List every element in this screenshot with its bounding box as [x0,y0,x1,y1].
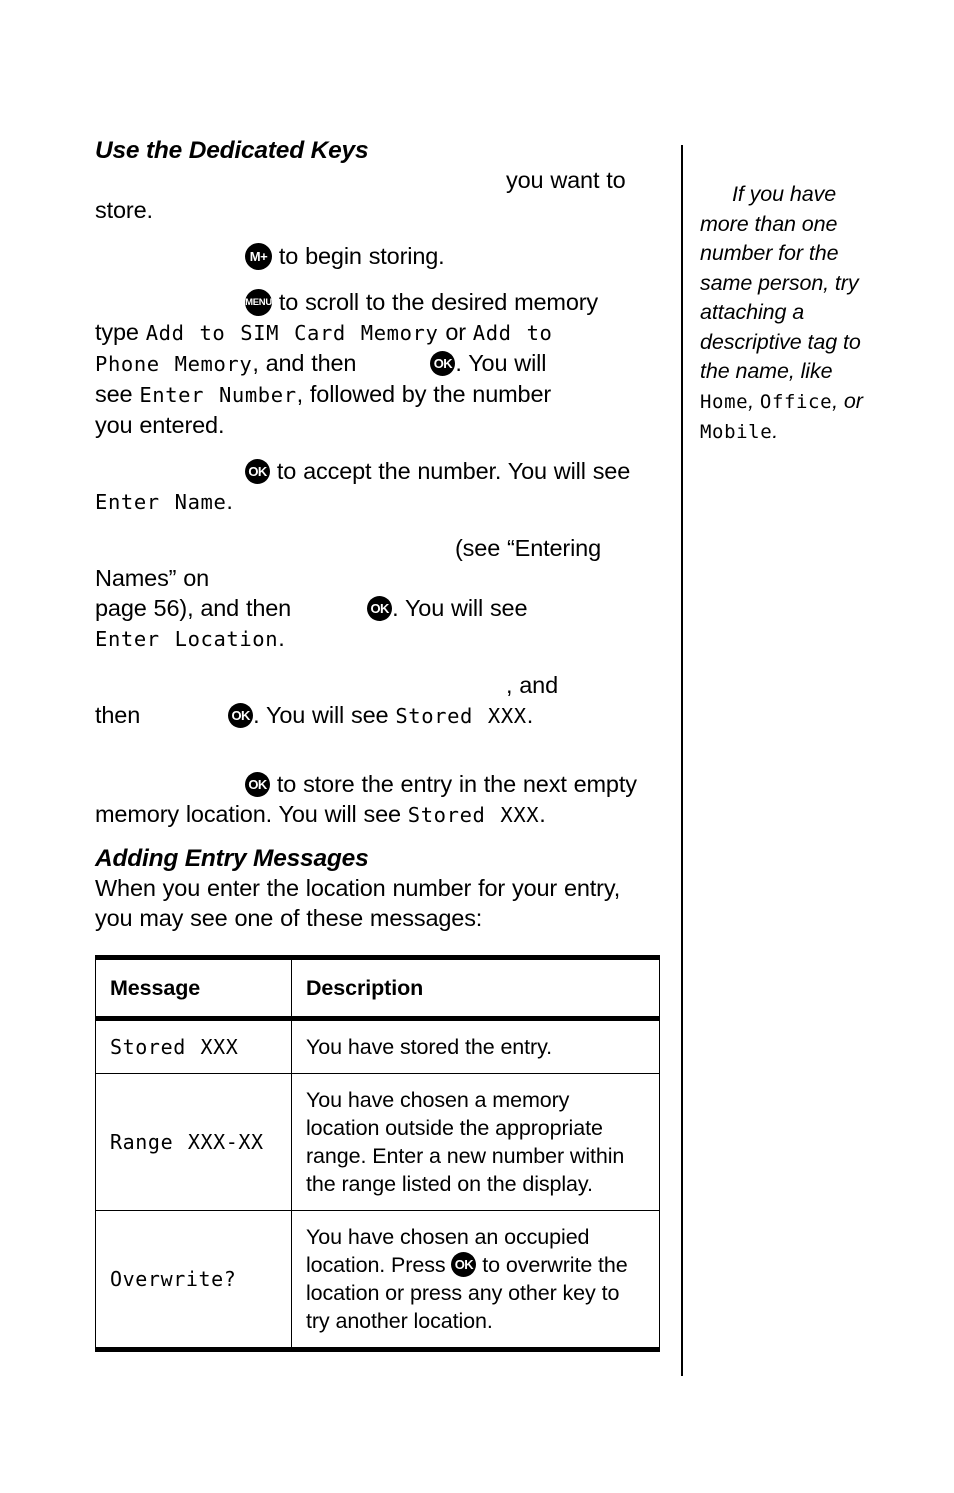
store-next-empty-prefix: memory location. You will see [95,800,408,827]
m-plus-key-icon[interactable]: M+ [245,242,272,270]
step-enter-location: , and then OK. You will see Stored XXX. [95,670,661,731]
table-cell-message: Stored XXX [95,1018,292,1074]
table-header-row: Message Description [95,955,660,1021]
enter-number-prefix: see [95,380,140,407]
display-text-enter-number: Enter Number [139,382,297,407]
enter-name-period: . [226,487,233,514]
margin-note-text: If you have more than one number for the… [700,182,861,383]
step-enter-name: (see “Entering Names” on page 56), and t… [95,533,661,654]
display-text-stored-xxx: Stored XXX [110,1035,239,1059]
table-cell-message: Overwrite? [95,1210,292,1352]
memory-type-conjunction: or [438,318,473,345]
ok-key-icon[interactable]: OK [228,702,254,728]
margin-note-column: If you have more than one number for the… [700,180,886,448]
display-text-add-to-sim: Add to SIM Card Memory [145,320,439,345]
display-text-overwrite: Overwrite? [110,1267,237,1291]
step-enter-number: you want to store. [95,165,661,225]
table-cell-description: You have stored the entry. [291,1018,660,1074]
enter-location-then: then [95,701,141,728]
adding-entry-messages-heading: Adding Entry Messages [95,844,369,872]
step-store-next-empty: OK to store the entry in the next empty … [95,769,661,830]
column-divider [681,145,683,1376]
step-scroll-text: to scroll to the desired memory [278,288,599,315]
display-text-stored-xxx: Stored XXX [395,703,527,728]
enter-location-after-ok: . You will see [253,701,389,728]
entering-names-reference: (see “Entering Names” on [95,534,601,591]
memory-type-prefix: type [95,318,146,345]
stored-xxx-period: . [539,800,546,827]
stored-xxx-period: . [526,701,534,728]
column-header-message: Message [95,955,292,1021]
display-text-mobile: Mobile [700,421,773,443]
display-text-home: Home [700,390,749,413]
table-cell-description: You have chosen an occupied location. Pr… [291,1210,660,1352]
step-scroll-memory-type: MENU to scroll to the desired memory typ… [95,287,661,440]
entering-names-page: page 56), and then [95,594,292,621]
display-text-enter-name: Enter Name [95,489,227,514]
memory-type-and-then: , and then [252,349,357,376]
table-row: Range XXX-XX You have chosen a memory lo… [95,1073,660,1211]
table-cell-description: You have chosen a memory location outsid… [291,1073,660,1211]
enter-number-tail: you entered. [95,411,225,438]
display-text-enter-location: Enter Location [95,626,279,651]
enter-number-suffix: , followed by the number [296,380,552,407]
adding-entry-messages-intro: When you enter the location number for y… [95,874,621,931]
step-begin-storing-text: to begin storing. [278,242,445,269]
display-text-add-to: Add to [472,320,553,345]
display-text-phone-memory: Phone Memory [95,351,253,376]
margin-note: If you have more than one number for the… [700,180,886,448]
enter-location-trailing: , and [506,671,559,698]
table-row: Overwrite? You have chosen an occupied l… [95,1210,660,1352]
note-separator: , or [832,388,863,413]
ok-key-icon[interactable]: OK [430,350,456,376]
ok-key-icon[interactable]: OK [367,595,393,621]
note-separator: , [748,388,760,413]
table-cell-message: Range XXX-XX [95,1073,292,1211]
display-text-office: Office [759,390,833,413]
display-text-range-xxx: Range XXX-XX [110,1130,264,1154]
memory-type-after-ok: . You will [455,349,547,376]
menu-key-icon[interactable]: MENU [245,288,272,316]
entering-names-after-ok: . You will see [392,594,528,621]
store-next-empty-text: to store the entry in the next empty [276,770,637,797]
note-separator: . [772,419,779,443]
column-header-description: Description [291,955,660,1021]
messages-table: Message Description Stored XXX You have … [95,955,660,1352]
ok-key-icon[interactable]: OK [245,771,270,797]
display-text-stored-xxx: Stored XXX [407,802,540,827]
ok-key-icon[interactable]: OK [245,458,270,484]
enter-location-period: . [278,624,285,651]
overwrite-desc-part2: to overwrite the location or press any o… [306,1253,628,1333]
step-accept-number: OK to accept the number. You will see En… [95,456,661,517]
ok-key-icon[interactable]: OK [451,1252,477,1277]
main-text-column: Use the Dedicated Keys you want to store… [95,137,661,955]
overwrite-desc-part1: You have chosen an occupied location. Pr… [306,1225,590,1277]
page-title: Use the Dedicated Keys [95,137,369,164]
table-row: Stored XXX You have stored the entry. [95,1018,660,1074]
step-accept-number-text: to accept the number. You will see [276,457,631,484]
step-begin-storing: M+ to begin storing. [95,241,661,271]
step-enter-number-text: you want to store. [95,166,626,223]
